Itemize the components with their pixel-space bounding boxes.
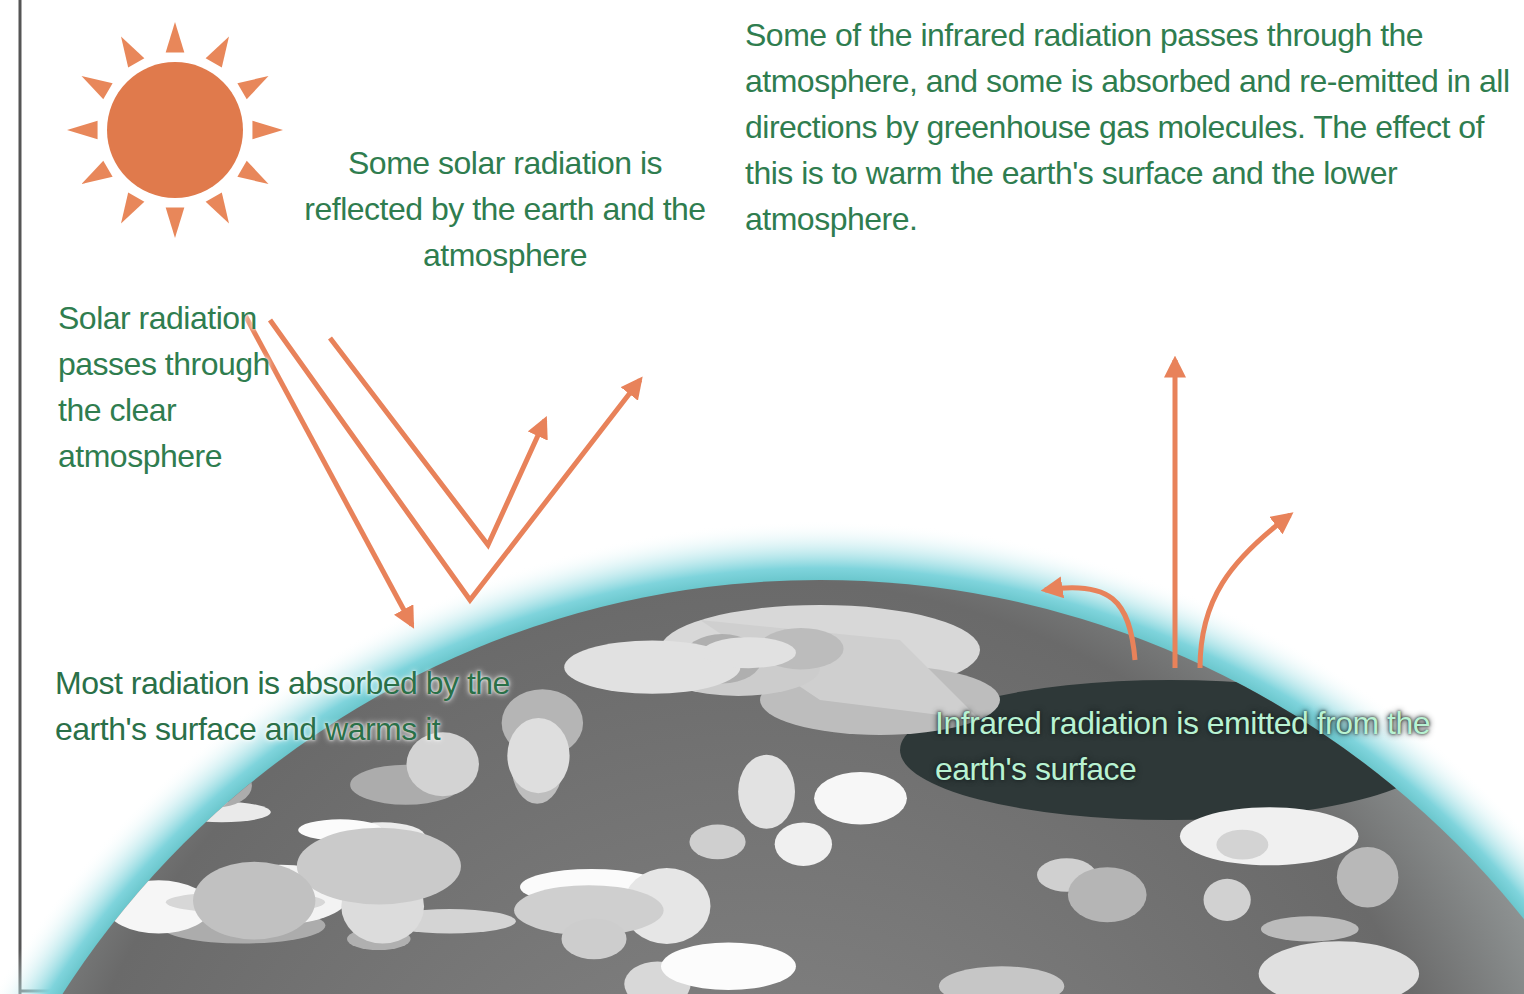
sun-ray [237,76,268,99]
cloud [1337,847,1399,908]
reflection-label: Some solar radiation is reflected by the… [295,140,715,278]
sun-ray [67,121,98,140]
sun-ray [81,161,112,184]
absorption-label: Most radiation is absorbed by the earth'… [55,660,595,752]
infrared-arrow [1045,588,1135,660]
cloud [814,772,907,824]
cloud [1216,830,1268,860]
infrared-note: Some of the infrared radiation passes th… [745,12,1510,242]
cloud [738,755,795,829]
sun-ray [206,36,229,67]
reflected-arrow [330,338,545,545]
cloud [1204,879,1251,921]
cloud [297,828,461,905]
cloud [29,798,185,869]
solar-arrow [245,315,412,625]
sun [67,22,283,238]
cloud [1259,941,1419,994]
sun-ray [166,22,185,53]
sun-ray [237,161,268,184]
sun-disc [107,62,243,198]
cloud [689,825,745,860]
solar-label: Solar radiation passes through the clear… [58,295,273,479]
earth [0,580,1524,994]
sun-ray [121,192,144,223]
sun-ray [81,76,112,99]
cloud [181,764,252,807]
cloud [173,802,271,823]
atmosphere [0,520,1524,994]
cloud [939,966,1064,994]
cloud [775,822,832,865]
sun-ray [206,192,229,223]
infrared-arrow [1200,515,1290,668]
cloud [193,862,315,940]
sun-ray [252,121,283,140]
cloud [1180,807,1359,865]
cloud [702,637,796,668]
cloud [230,628,357,653]
emission-label: Infrared radiation is emitted from the e… [935,700,1455,792]
cloud [661,943,796,991]
cloud [507,718,569,793]
cloud [28,746,150,792]
clouds [28,605,1440,994]
infrared-arrow [1173,360,1178,668]
reflected-arrow [270,320,640,600]
cloud [1261,916,1359,941]
cloud [562,919,627,960]
cloud [1068,867,1147,922]
sun-ray [166,207,185,238]
sun-ray [121,36,144,67]
frame-line [19,0,22,994]
